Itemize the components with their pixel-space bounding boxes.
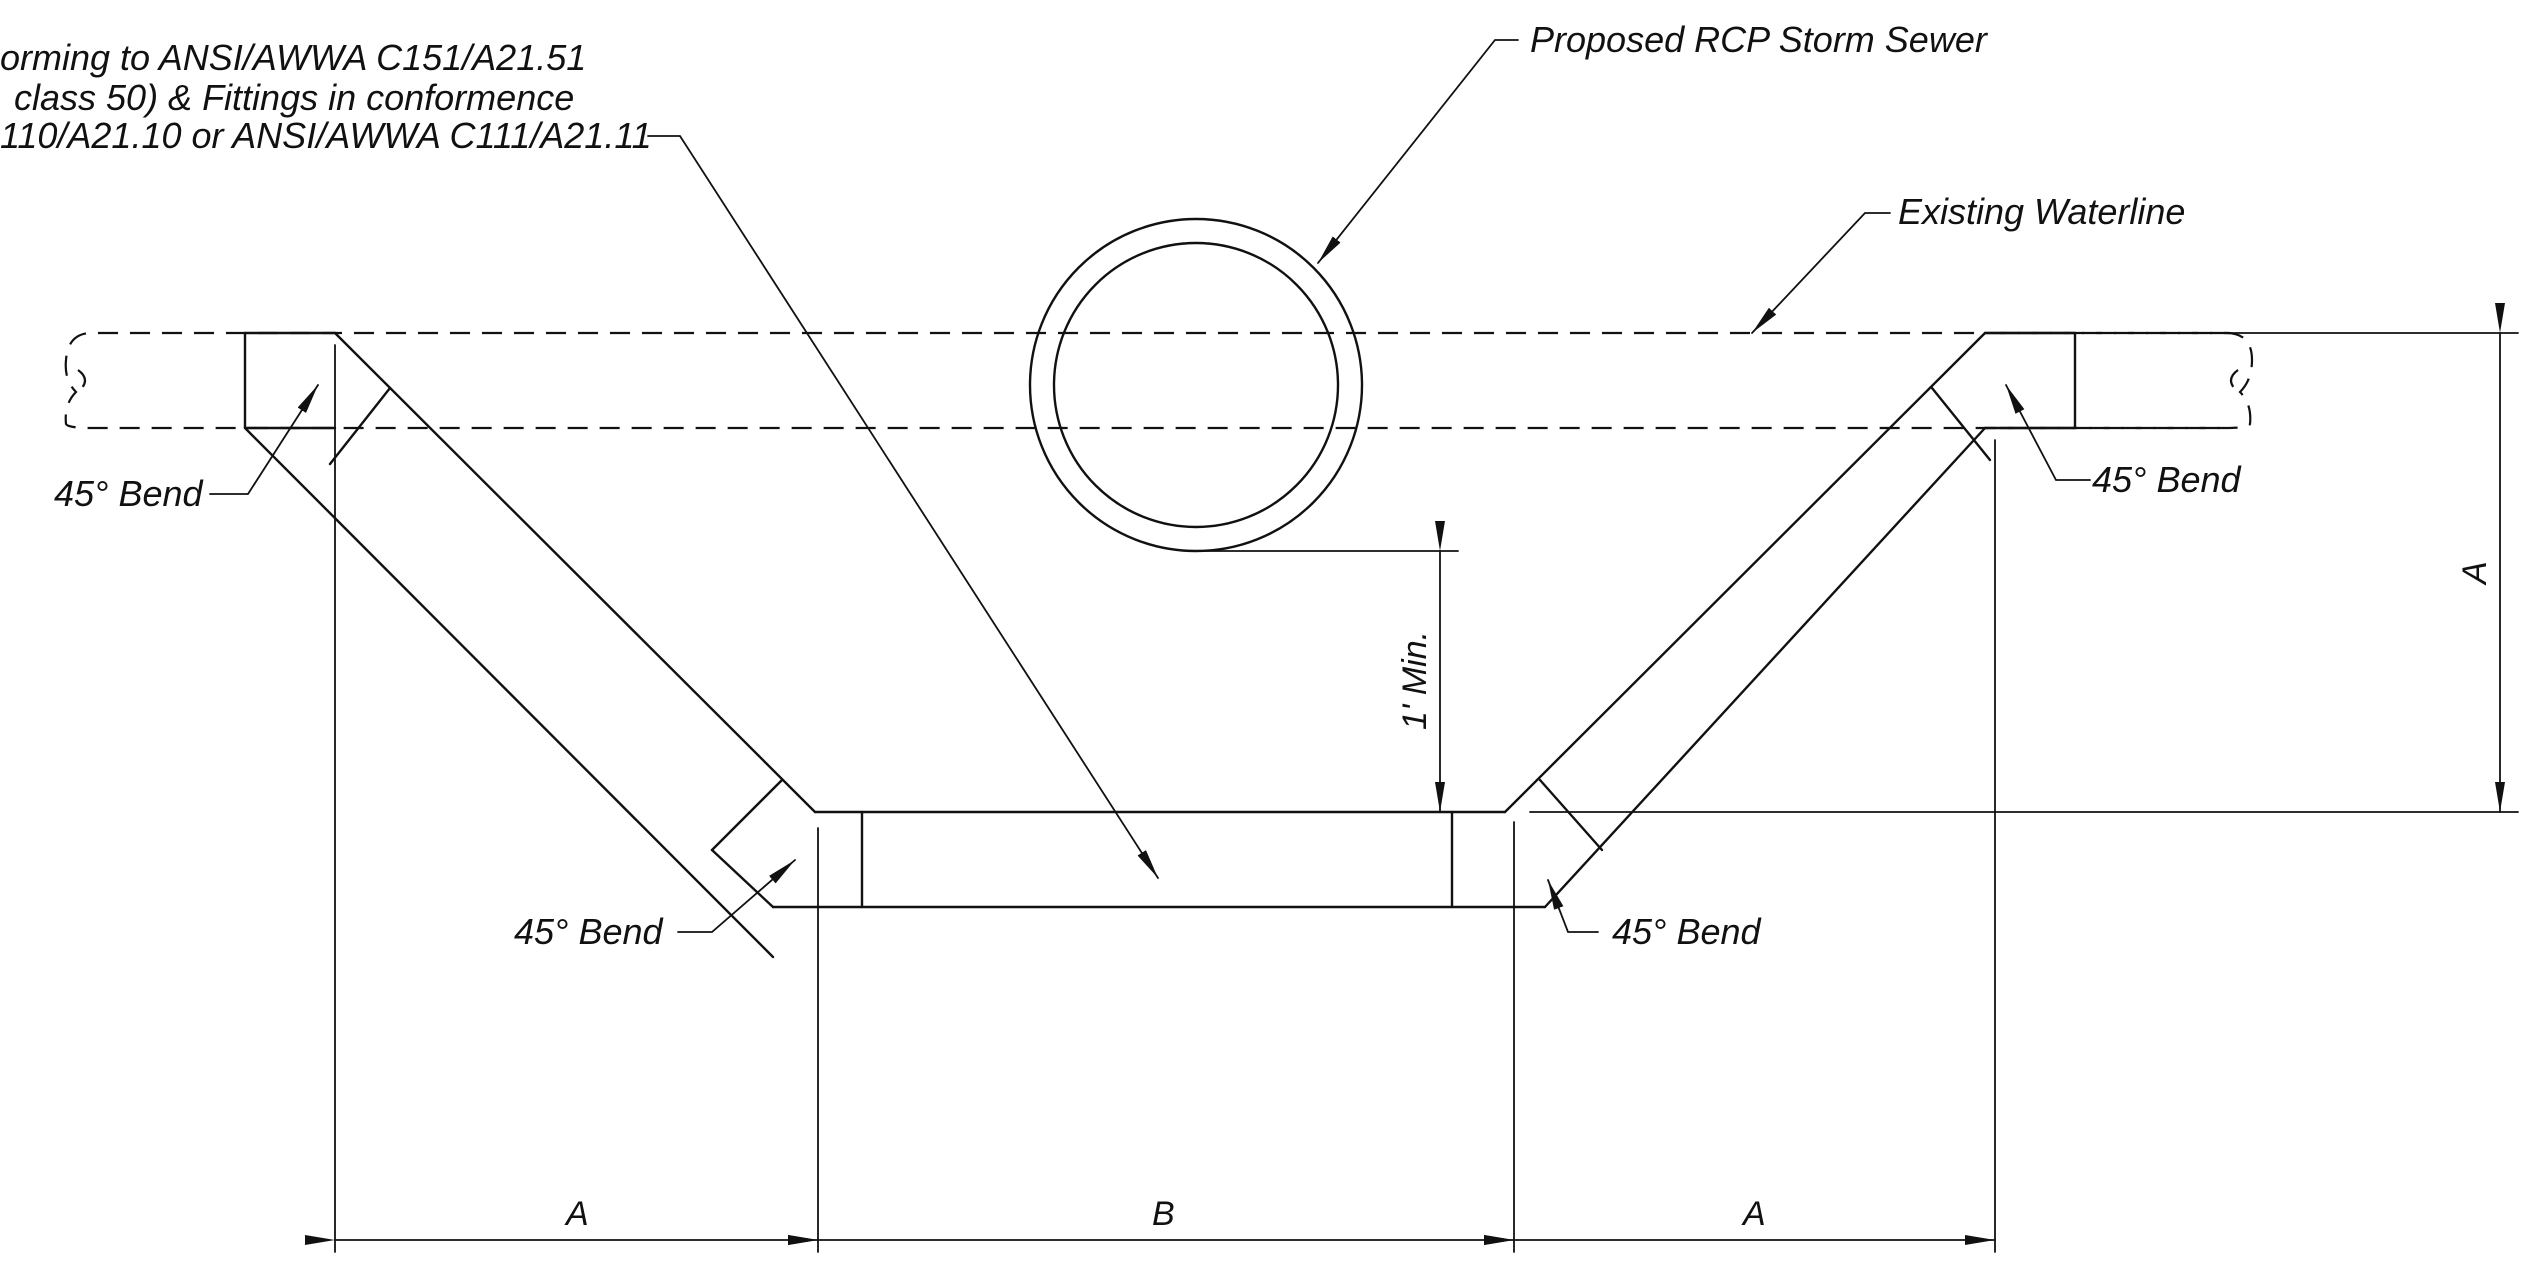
ductile-note-line-2: class 50) & Fittings in conformence — [14, 77, 574, 118]
dim-label-right-a: A — [1741, 1195, 1766, 1233]
existing-waterline — [64, 331, 2254, 430]
dim-label-vertical-a: A — [2456, 561, 2494, 586]
ductile-note-line-1: orming to ANSI/AWWA C151/A21.51 — [0, 37, 586, 78]
waterline-label: Existing Waterline — [1898, 191, 2185, 232]
bend-label-top-left: 45° Bend — [54, 473, 203, 514]
dim-label-left-a: A — [564, 1195, 589, 1233]
storm-sewer-pipe — [1028, 217, 1364, 553]
lowered-waterline-pipe — [243, 331, 2077, 959]
bend-label-bottom-right: 45° Bend — [1612, 911, 1761, 952]
bend-label-bottom-left: 45° Bend — [514, 911, 663, 952]
bend-label-top-right: 45° Bend — [2092, 459, 2241, 500]
dimension-geometry — [305, 303, 2519, 1253]
leaders — [209, 39, 2091, 933]
dim-label-b: B — [1152, 1195, 1175, 1233]
ductile-note-line-3: 110/A21.10 or ANSI/AWWA C111/A21.11 — [0, 115, 652, 156]
storm-sewer-label: Proposed RCP Storm Sewer — [1530, 19, 1989, 60]
clearance-label: 1' Min. — [1396, 631, 1434, 730]
